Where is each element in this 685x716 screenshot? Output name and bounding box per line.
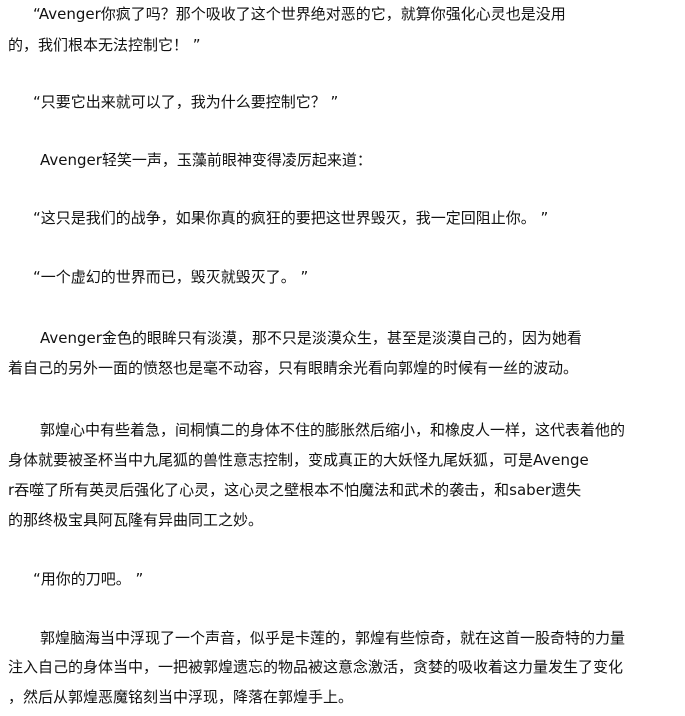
paragraph-7-line-2: 身体就要被圣杯当中九尾狐的兽性意志控制，变成真正的大妖怪九尾妖狐，可是Aveng…: [8, 451, 589, 469]
paragraph-4-line-1: “这只是我们的战争，如果你真的疯狂的要把这世界毁灭，我一定回阻止你。 ”: [33, 209, 549, 227]
paragraph-3-line-1: Avenger轻笑一声，玉藻前眼神变得凌厉起来道：: [40, 151, 372, 169]
paragraph-7-line-4: 的那终极宝具阿瓦隆有异曲同工之妙。: [8, 511, 264, 529]
paragraph-5-line-1: “一个虚幻的世界而已，毁灭就毁灭了。 ”: [33, 268, 309, 286]
paragraph-6-line-1: Avenger金色的眼眸只有淡漠，那不只是淡漠众生，甚至是淡漠自己的，因为她看: [40, 329, 582, 347]
paragraph-2-line-1: “只要它出来就可以了，我为什么要控制它？ ”: [33, 93, 339, 111]
paragraph-7-line-1: 郭煌心中有些着急，间桐慎二的身体不住的膨胀然后缩小，和橡皮人一样，这代表着他的: [40, 421, 626, 439]
paragraph-6-line-2: 着自己的另外一面的愤怒也是毫不动容，只有眼睛余光看向郭煌的时候有一丝的波动。: [8, 359, 579, 377]
paragraph-7-line-3: r吞噬了所有英灵后强化了心灵，这心灵之壁根本不怕魔法和武术的袭击，和saber遗…: [8, 481, 582, 499]
paragraph-8-line-1: “用你的刀吧。 ”: [33, 570, 144, 588]
paragraph-1-line-2: 的，我们根本无法控制它！ ”: [8, 36, 201, 54]
paragraph-9-line-3: ，然后从郭煌恶魔铭刻当中浮现，降落在郭煌手上。: [8, 688, 354, 706]
paragraph-9-line-1: 郭煌脑海当中浮现了一个声音，似乎是卡莲的，郭煌有些惊奇，就在这首一股奇特的力量: [40, 629, 626, 647]
paragraph-9-line-2: 注入自己的身体当中，一把被郭煌遗忘的物品被这意念激活，贪婪的吸收着这力量发生了变…: [8, 658, 624, 676]
paragraph-1-line-1: “Avenger你疯了吗？那个吸收了这个世界绝对恶的它，就算你强化心灵也是没用: [33, 5, 566, 23]
